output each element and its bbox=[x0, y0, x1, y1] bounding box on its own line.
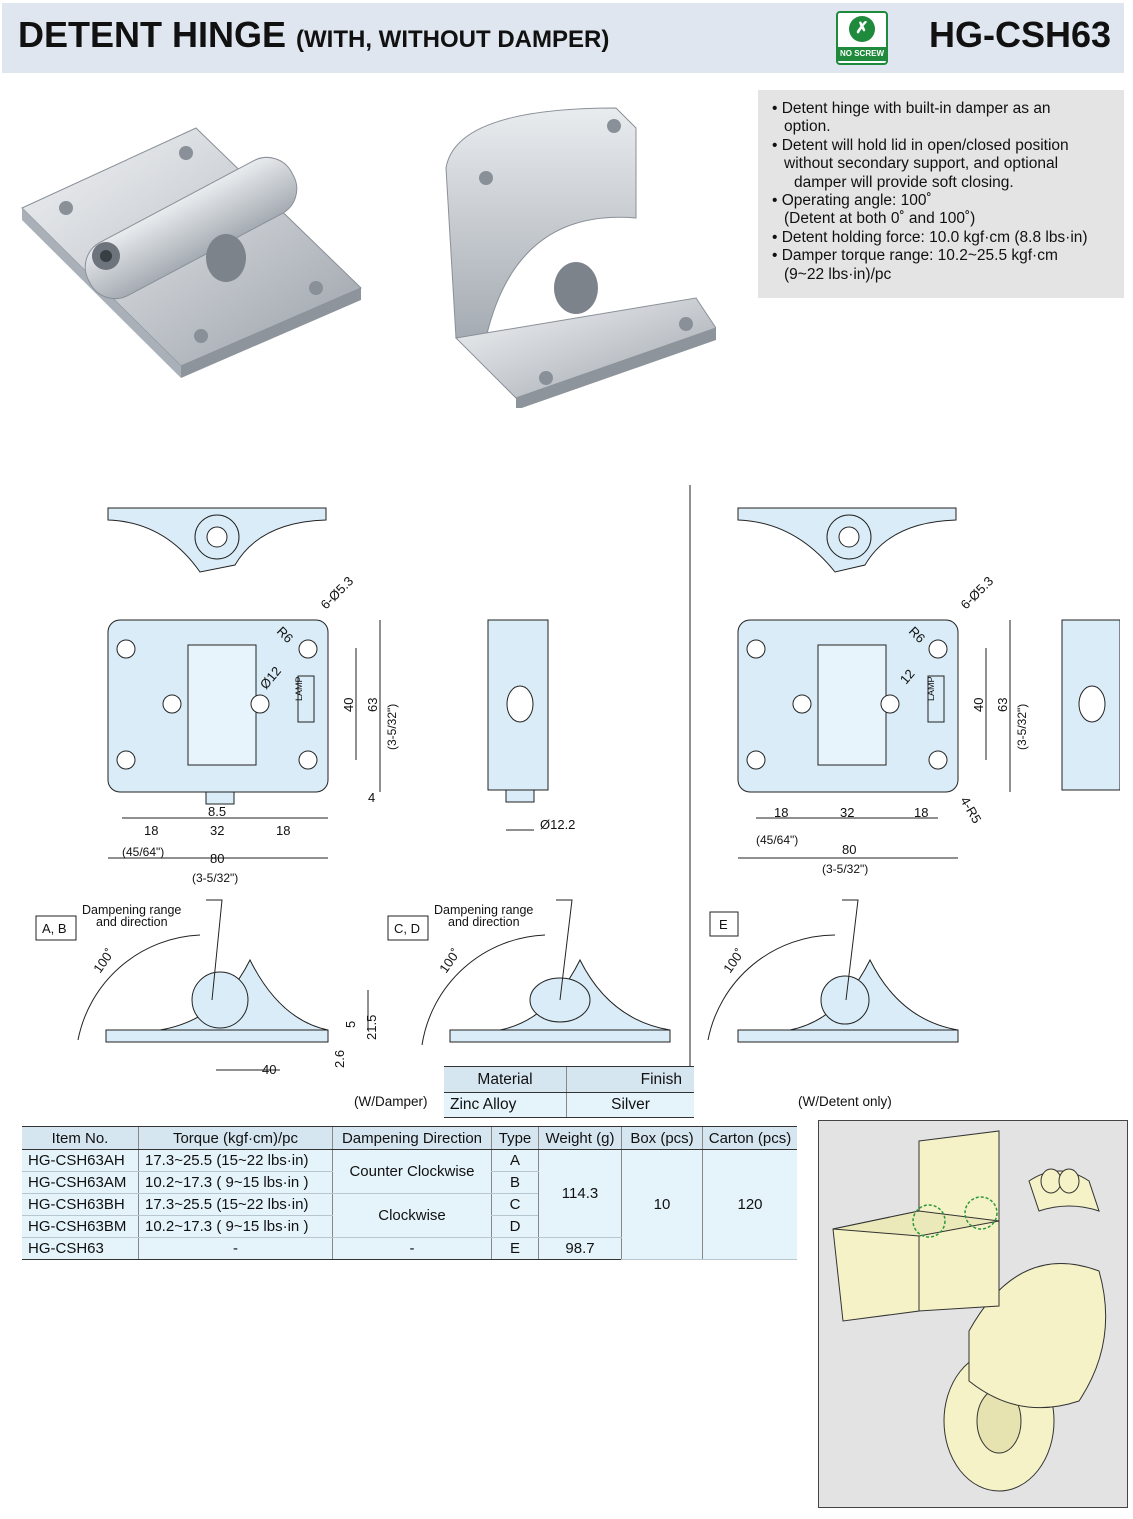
svg-text:4-R5: 4-R5 bbox=[957, 794, 984, 826]
svg-text:80: 80 bbox=[210, 851, 224, 866]
svg-text:Dampening range: Dampening range bbox=[434, 903, 533, 917]
svg-text:A, B: A, B bbox=[42, 921, 67, 936]
application-illustration bbox=[818, 1120, 1128, 1508]
svg-text:E: E bbox=[719, 917, 728, 932]
material-value: Zinc Alloy bbox=[444, 1092, 567, 1118]
svg-text:100˚: 100˚ bbox=[436, 946, 463, 976]
svg-text:40: 40 bbox=[262, 1062, 276, 1077]
svg-text:21.5: 21.5 bbox=[364, 1015, 379, 1040]
feature-item: Operating angle: 100˚(Detent at both 0˚ … bbox=[770, 192, 1112, 229]
page-title: DETENT HINGE (WITH, WITHOUT DAMPER) bbox=[18, 14, 609, 56]
svg-text:18: 18 bbox=[276, 823, 290, 838]
spec-table: Item No. Torque (kgf·cm)/pc Dampening Di… bbox=[22, 1126, 797, 1260]
box-lid bbox=[918, 1130, 1000, 1222]
feature-item: Damper torque range: 10.2~25.5 kgf·cm(9~… bbox=[770, 247, 1112, 284]
hinge-photo-closed bbox=[21, 127, 362, 378]
features-box: Detent hinge with built-in damper as ano… bbox=[758, 90, 1124, 298]
technical-drawings: 6-Ø5.3 R6 Ø12 40 63 (3-5/32") 4 8.5 18 3… bbox=[35, 485, 1120, 1090]
title-sub: (WITH, WITHOUT DAMPER) bbox=[296, 26, 610, 53]
svg-text:63: 63 bbox=[995, 698, 1010, 712]
material-header: Material bbox=[444, 1066, 567, 1093]
svg-text:and direction: and direction bbox=[96, 915, 168, 929]
spec-header-row: Item No. Torque (kgf·cm)/pc Dampening Di… bbox=[22, 1126, 797, 1150]
svg-text:Ø12.2: Ø12.2 bbox=[540, 817, 575, 832]
svg-text:(3-5/32"): (3-5/32") bbox=[385, 704, 399, 750]
table-row: HG-CSH63 - - E 98.7 bbox=[22, 1237, 797, 1260]
svg-text:4: 4 bbox=[368, 790, 375, 805]
feature-item: Detent will hold lid in open/closed posi… bbox=[770, 137, 1112, 192]
material-table: Material Finish Zinc Alloy Silver bbox=[444, 1066, 694, 1118]
motorcycle-box-illustration bbox=[832, 1130, 1107, 1492]
svg-text:100˚: 100˚ bbox=[90, 946, 117, 976]
svg-text:2.6: 2.6 bbox=[332, 1050, 347, 1068]
feature-item: Detent hinge with built-in damper as ano… bbox=[770, 100, 1112, 137]
svg-text:32: 32 bbox=[210, 823, 224, 838]
model-number: HG-CSH63 bbox=[928, 14, 1111, 55]
svg-text:8.5: 8.5 bbox=[208, 804, 226, 819]
table-row: HG-CSH63BH 17.3~25.5 (15~22 lbs·in) Cloc… bbox=[22, 1193, 797, 1238]
title-main: DETENT HINGE bbox=[18, 14, 287, 55]
hinge-callout bbox=[912, 1204, 946, 1238]
svg-text:100˚: 100˚ bbox=[720, 946, 747, 976]
svg-text:18: 18 bbox=[144, 823, 158, 838]
svg-text:6-Ø5.3: 6-Ø5.3 bbox=[318, 573, 357, 612]
svg-text:18: 18 bbox=[914, 805, 928, 820]
svg-text:6-Ø5.3: 6-Ø5.3 bbox=[958, 573, 997, 612]
header-bar bbox=[2, 3, 1124, 73]
screwdriver-icon: ✗ bbox=[849, 16, 875, 42]
svg-text:Dampening range: Dampening range bbox=[82, 903, 181, 917]
table-row: HG-CSH63AM 10.2~17.3 ( 9~15 lbs·in ) B bbox=[22, 1171, 797, 1194]
svg-text:(45/64"): (45/64") bbox=[122, 845, 164, 859]
svg-text:(3-5/32"): (3-5/32") bbox=[822, 862, 868, 876]
hinge-photo-open bbox=[445, 107, 716, 408]
table-row: HG-CSH63AH 17.3~25.5 (15~22 lbs·in) Coun… bbox=[22, 1149, 797, 1260]
svg-text:C, D: C, D bbox=[394, 921, 420, 936]
svg-text:LAMP: LAMP bbox=[294, 676, 304, 701]
svg-text:40: 40 bbox=[971, 698, 986, 712]
svg-text:32: 32 bbox=[840, 805, 854, 820]
product-photos bbox=[21, 107, 716, 408]
svg-text:(45/64"): (45/64") bbox=[756, 833, 798, 847]
feature-item: Detent holding force: 10.0 kgf·cm (8.8 l… bbox=[770, 229, 1112, 247]
table-row: HG-CSH63BM 10.2~17.3 ( 9~15 lbs·in ) D bbox=[22, 1215, 797, 1238]
svg-text:LAMP: LAMP bbox=[926, 676, 936, 701]
svg-text:(3-5/32"): (3-5/32") bbox=[192, 871, 238, 885]
finish-value: Silver bbox=[566, 1092, 694, 1118]
svg-text:(3-5/32"): (3-5/32") bbox=[1015, 704, 1029, 750]
svg-text:and direction: and direction bbox=[448, 915, 520, 929]
svg-text:40: 40 bbox=[341, 698, 356, 712]
hinge-callout bbox=[964, 1196, 998, 1230]
svg-text:18: 18 bbox=[774, 805, 788, 820]
motorcycle-body bbox=[968, 1263, 1107, 1409]
caption-damper: (W/Damper) bbox=[354, 1094, 428, 1109]
svg-text:5: 5 bbox=[343, 1021, 358, 1028]
finish-header: Finish bbox=[566, 1066, 694, 1093]
svg-text:80: 80 bbox=[842, 842, 856, 857]
badge-label: NO SCREW bbox=[838, 47, 886, 61]
svg-text:63: 63 bbox=[365, 698, 380, 712]
no-screw-badge: ✗ NO SCREW bbox=[836, 11, 888, 65]
feature-list: Detent hinge with built-in damper as ano… bbox=[770, 100, 1112, 284]
caption-detent: (W/Detent only) bbox=[798, 1094, 892, 1109]
